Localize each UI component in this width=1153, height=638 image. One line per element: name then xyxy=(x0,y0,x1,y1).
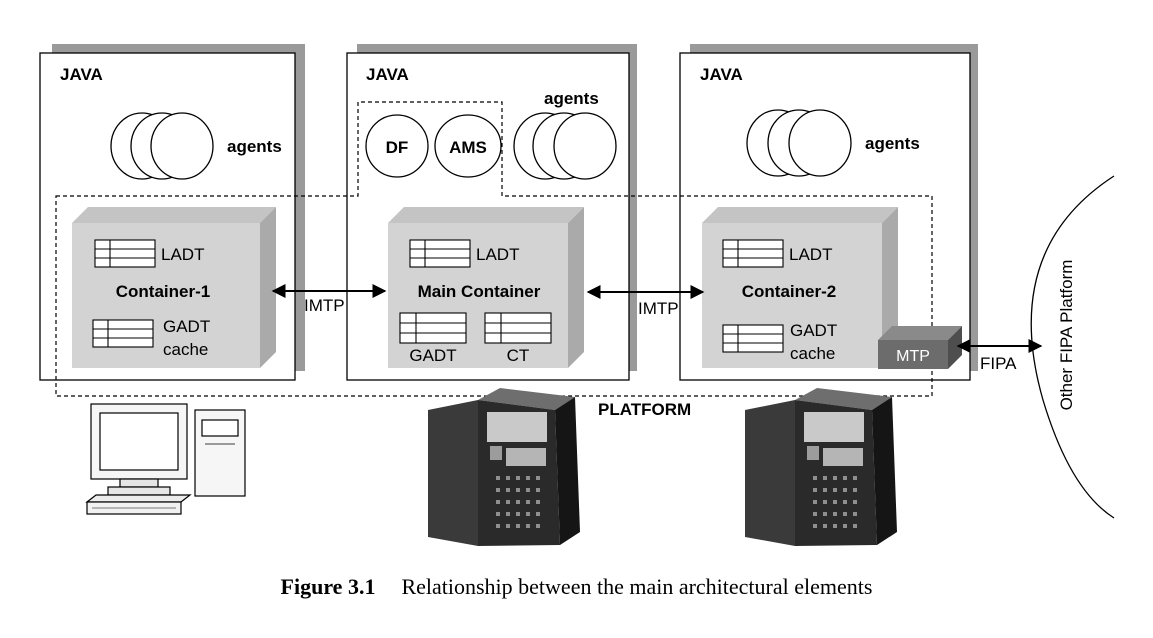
architecture-diagram: JAVA JAVA JAVA PLATFORM agents DF AMS ag… xyxy=(39,44,1115,546)
agents-label-3: agents xyxy=(865,134,920,153)
ams-label: AMS xyxy=(449,138,487,157)
agents-group-1 xyxy=(110,112,214,180)
figure-caption-label: Figure 3.1 xyxy=(280,574,376,599)
agents-group-2 xyxy=(513,112,617,180)
figure-caption-text: Relationship between the main architectu… xyxy=(401,574,873,599)
ams-circle xyxy=(434,114,502,178)
imtp-label-1: IMTP xyxy=(304,296,345,315)
other-platform-label: Other FIPA Platform xyxy=(1057,260,1076,411)
table-icon xyxy=(399,312,467,344)
table-icon xyxy=(409,239,471,268)
container-2-title: Container-2 xyxy=(742,282,836,301)
desktop-computer-icon xyxy=(85,403,246,515)
container-1-title: Container-1 xyxy=(116,282,210,301)
java-label-3: JAVA xyxy=(700,65,743,84)
table-icon xyxy=(484,312,552,344)
ct-label: CT xyxy=(507,346,530,365)
gadt-label-main: GADT xyxy=(409,346,456,365)
main-container xyxy=(388,207,584,368)
platform-label: PLATFORM xyxy=(598,400,691,419)
agents-label-2: agents xyxy=(544,89,599,108)
fipa-label: FIPA xyxy=(980,354,1017,373)
table-icon xyxy=(94,239,156,268)
agents-label-1: agents xyxy=(227,137,282,156)
platform-boundary xyxy=(55,101,933,397)
gadt-cache-label-1a: GADT xyxy=(163,317,210,336)
other-platform-boundary xyxy=(1030,175,1115,519)
server-tower-icon xyxy=(745,388,897,546)
main-container-title: Main Container xyxy=(418,282,541,301)
mtp-block xyxy=(878,326,962,369)
table-icon xyxy=(722,324,784,353)
imtp-label-2: IMTP xyxy=(638,299,679,318)
java-label-1: JAVA xyxy=(60,65,103,84)
container-1 xyxy=(72,207,276,368)
java-label-2: JAVA xyxy=(366,65,409,84)
table-icon xyxy=(92,319,154,348)
gadt-cache-label-1b: cache xyxy=(163,340,208,359)
df-label: DF xyxy=(386,138,409,157)
gadt-cache-label-2a: GADT xyxy=(790,321,837,340)
ladt-label-main: LADT xyxy=(476,245,519,264)
server-tower-icon xyxy=(428,388,580,546)
gadt-cache-label-2b: cache xyxy=(790,344,835,363)
ladt-label-1: LADT xyxy=(161,245,204,264)
figure-caption: Figure 3.1 Relationship between the main … xyxy=(0,574,1153,600)
ladt-label-2: LADT xyxy=(789,245,832,264)
mtp-label: MTP xyxy=(896,348,930,365)
agents-group-3 xyxy=(746,109,852,177)
df-circle xyxy=(365,114,429,178)
table-icon xyxy=(722,239,784,268)
